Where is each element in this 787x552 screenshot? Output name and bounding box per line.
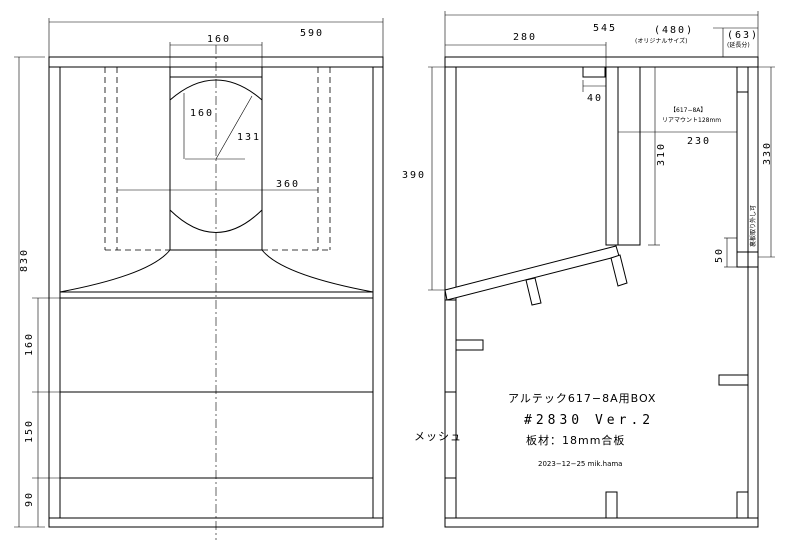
- side-dimensions: [428, 11, 775, 291]
- side-height-label: 390: [402, 170, 426, 181]
- mesh-panel: [444, 299, 457, 393]
- rear-removable-strip: [747, 66, 759, 268]
- rear-mount-note: リアマウント128mm: [662, 116, 721, 124]
- extension-label: (63): [727, 30, 759, 41]
- title-date: 2023−12−25 mik.hama: [538, 460, 622, 468]
- radius-label: 131: [237, 132, 261, 143]
- throat-width-label: 160: [207, 34, 231, 45]
- front-height-label: 830: [19, 248, 30, 272]
- side-outer-panel: [444, 56, 759, 528]
- top-bracket: [582, 66, 606, 78]
- original-size-note: (オリジナルサイズ): [635, 37, 688, 45]
- mesh-label: メッシュ: [414, 430, 462, 443]
- title-line-3: 板材：18mm合板: [526, 433, 625, 447]
- mesh-bracket: [455, 339, 484, 351]
- side-view: [444, 56, 759, 528]
- top-chamber-label: 280: [513, 32, 537, 43]
- rear-bracket: [718, 374, 749, 386]
- baffle-to-back-label: 230: [687, 136, 711, 147]
- dim-50-label: 50: [714, 247, 725, 263]
- rear-back-panel: [736, 66, 749, 268]
- horn-width-label: 360: [276, 179, 300, 190]
- foot-right: [736, 491, 749, 519]
- title-line-2: #2830 Ver.2: [524, 413, 654, 428]
- baffle-board: [605, 66, 619, 246]
- section-3-label: 90: [24, 491, 35, 507]
- front-width-label: 590: [300, 28, 324, 39]
- horn-flare-left: [59, 249, 171, 293]
- section-2-label: 150: [24, 419, 35, 443]
- section-1-label: 160: [24, 332, 35, 356]
- front-view: [48, 45, 384, 540]
- slanted-brace-right: [610, 254, 628, 287]
- title-line-1: アルテック617−8A用BOX: [508, 392, 656, 405]
- foot-middle: [605, 491, 618, 519]
- front-dimensions: [14, 18, 384, 528]
- side-depth-label: 545: [593, 23, 617, 34]
- back-height-label: 330: [762, 141, 773, 165]
- side-inner-panel: [455, 66, 749, 519]
- extension-note: (延長分): [727, 41, 750, 49]
- baffle-reinforcement: [617, 66, 641, 246]
- front-hidden-lines: [104, 67, 331, 251]
- removable-board-note: 裏板取り外し可: [749, 205, 757, 247]
- baffle-height-label: 310: [656, 142, 667, 166]
- slanted-brace-left: [525, 277, 542, 306]
- title-block: アルテック617−8A用BOX #2830 Ver.2 板材：18mm合板 20…: [508, 392, 656, 468]
- foot-left: [444, 477, 457, 519]
- circle-offset-label: 160: [190, 108, 214, 119]
- original-size-label: (480): [654, 25, 694, 36]
- horn-flare-right: [261, 249, 374, 293]
- slot-40-label: 40: [587, 93, 603, 104]
- driver-model-note: 【617−8A】: [670, 107, 706, 114]
